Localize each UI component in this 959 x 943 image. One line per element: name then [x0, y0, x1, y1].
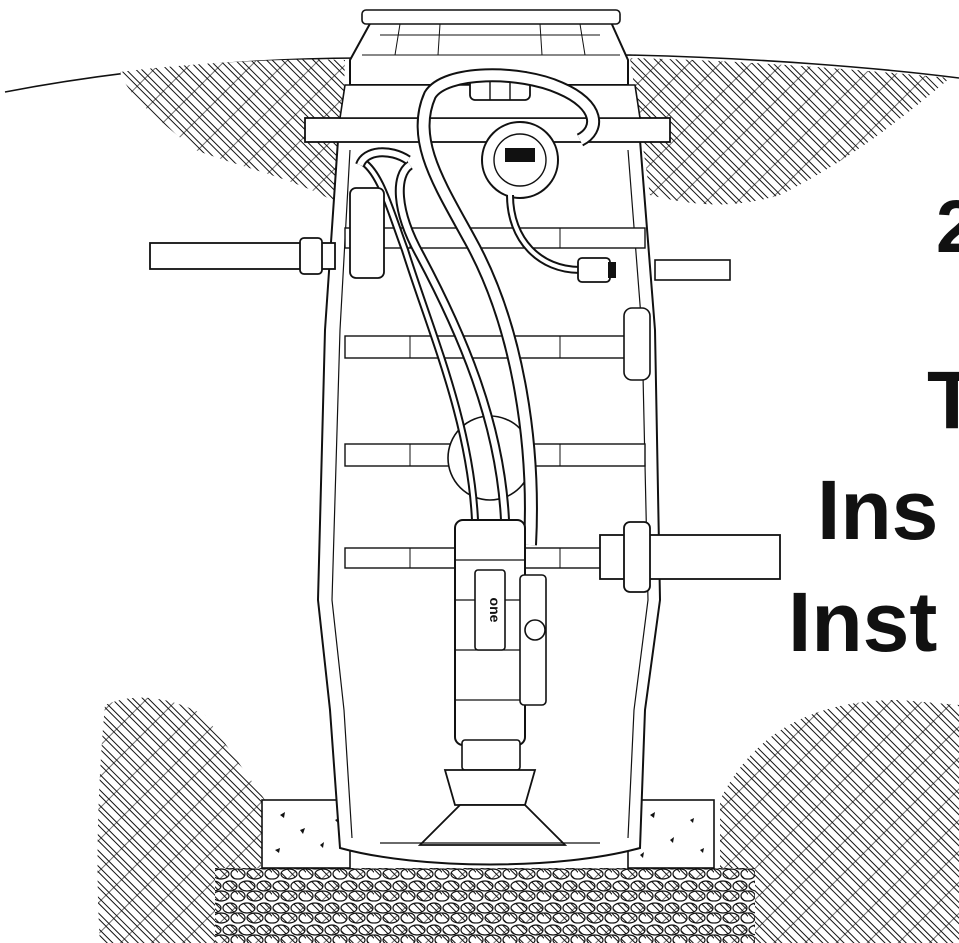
basin-tank-outline — [316, 139, 662, 866]
title-line-3: Ins — [817, 463, 939, 557]
grinder-pump: one — [443, 519, 537, 806]
soil-hatch-lower-right — [720, 700, 959, 943]
soil-hatch-upper-right — [630, 58, 950, 205]
pump-brand-label: one — [487, 598, 503, 623]
discharge-valve — [524, 619, 546, 641]
title-line-2: T — [927, 355, 959, 446]
alarm-junction-box — [481, 121, 559, 199]
right-inlet-hub — [623, 521, 651, 593]
wall-grommet — [623, 307, 651, 381]
title-line-4: Inst — [788, 575, 938, 669]
concrete-base-left — [261, 799, 351, 869]
right-vent-pipe — [654, 259, 731, 281]
tank-collar — [304, 117, 671, 143]
soil-hatch-upper-left — [120, 59, 345, 205]
lid-rim — [361, 9, 621, 25]
gravel-bed — [215, 868, 755, 943]
pump-stand — [417, 804, 568, 846]
title-line-1: 2 — [936, 185, 959, 268]
check-valve — [349, 187, 385, 279]
basin-tank-inner-wall — [331, 149, 649, 839]
left-pipe-coupling — [299, 237, 323, 275]
alarm-cable-connector — [577, 257, 616, 283]
